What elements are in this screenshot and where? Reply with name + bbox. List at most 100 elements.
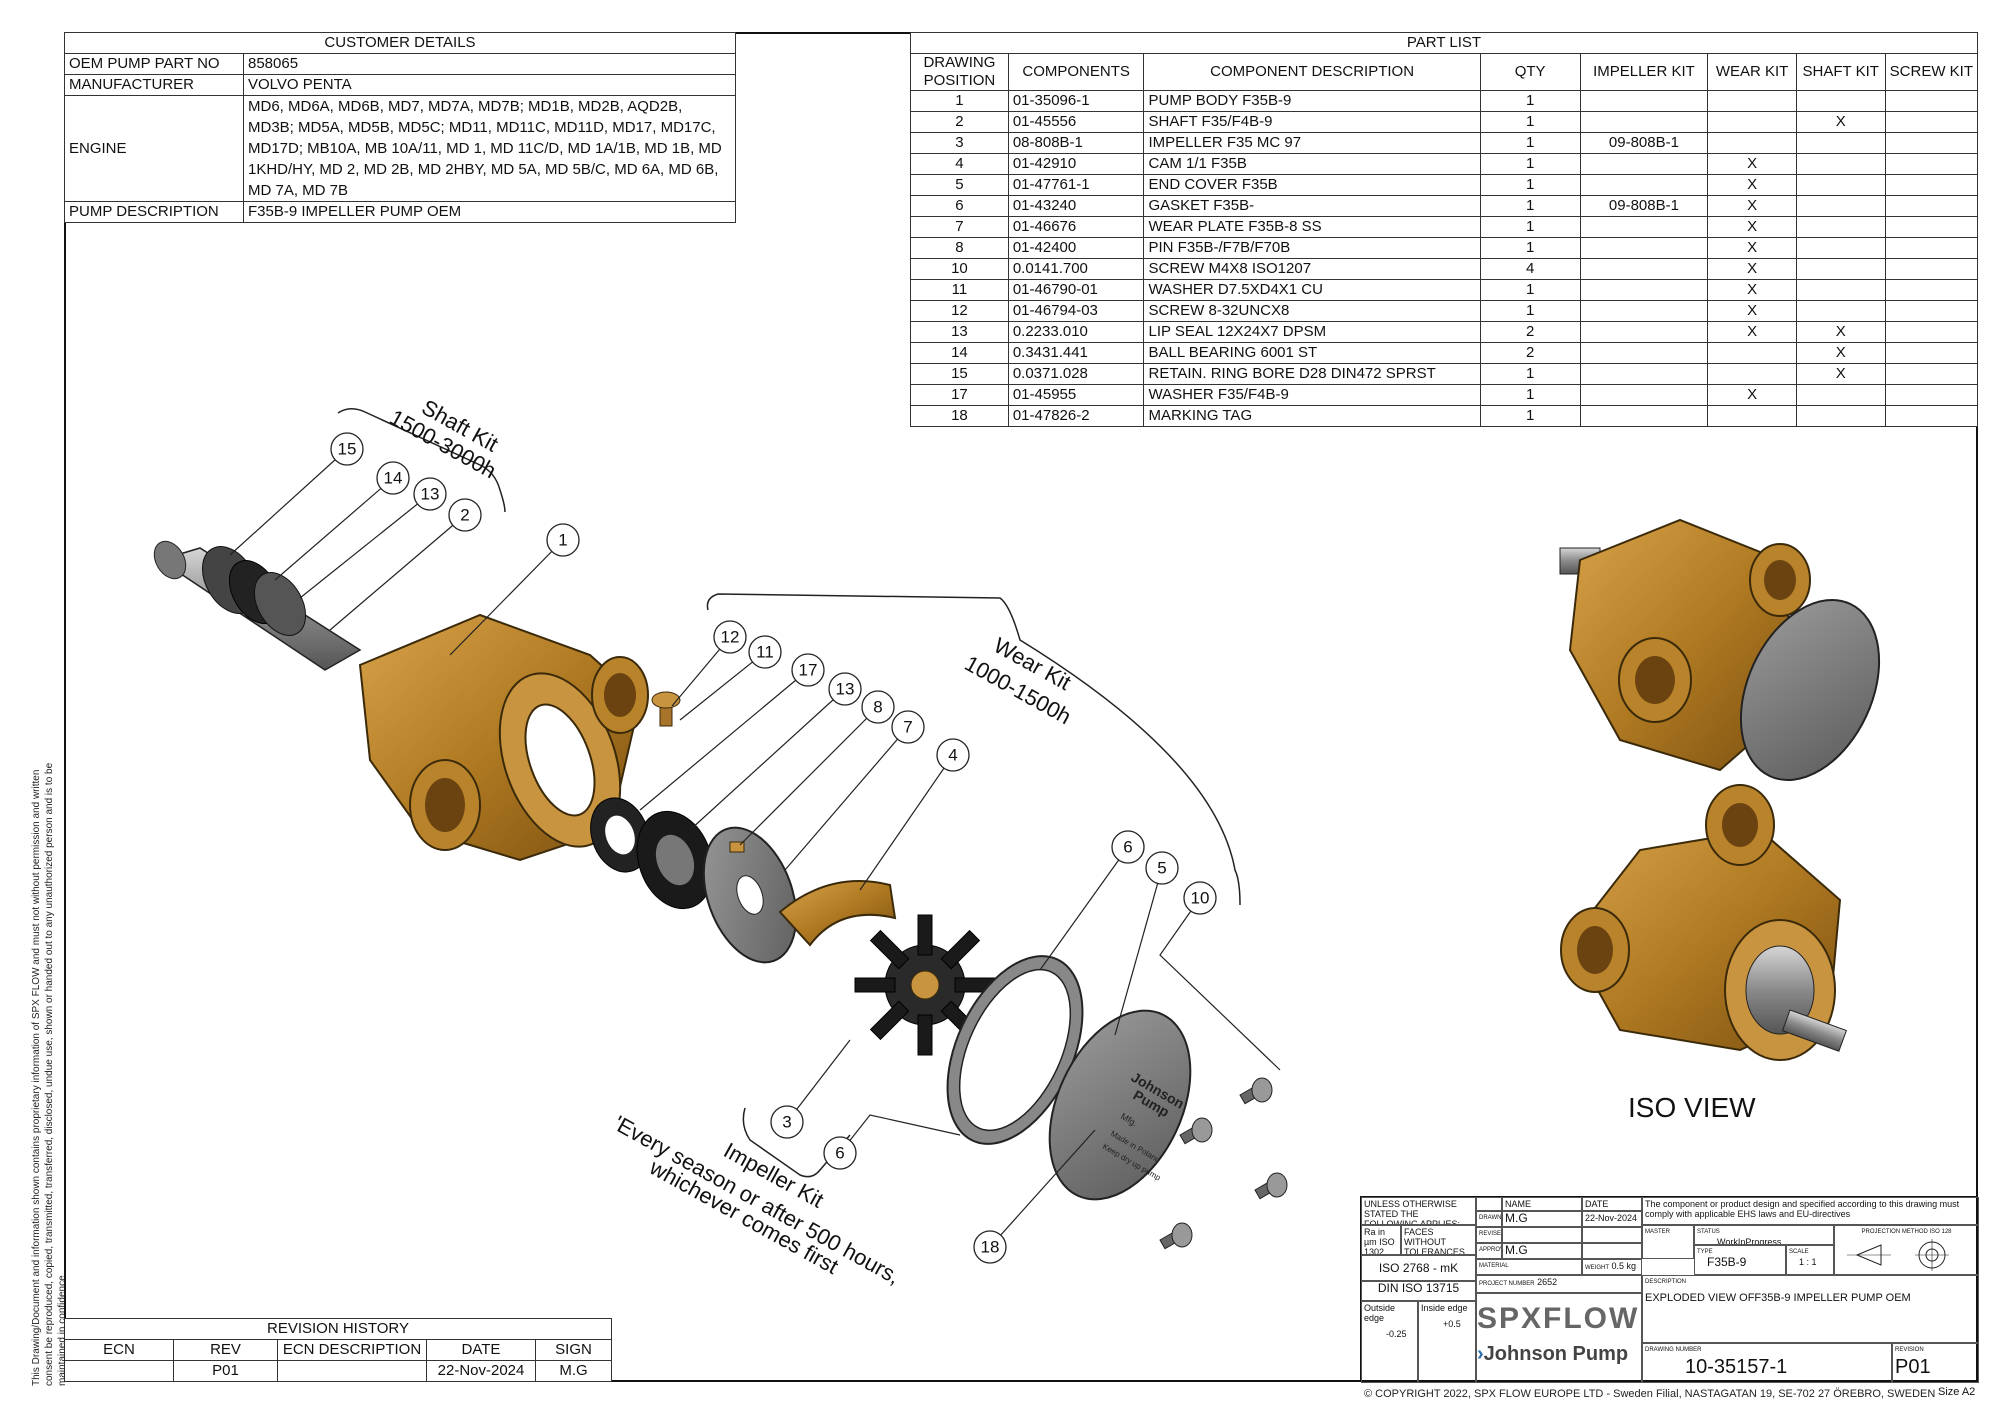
tb-revision-lbl: REVISION (1895, 1347, 1924, 1353)
customer-label: OEM PUMP PART NO (64, 53, 244, 75)
part-cell: BALL BEARING 6001 ST (1143, 342, 1481, 364)
part-cell: 01-46790-01 (1007, 279, 1145, 301)
callout-14: 14 (376, 461, 410, 495)
tb-desc-value: EXPLODED VIEW OFF35B-9 IMPELLER PUMP OEM (1645, 1292, 1911, 1304)
revision-history-table: REVISION HISTORY ECN REV ECN DESCRIPTION… (64, 1318, 612, 1382)
pump-body (358, 613, 649, 862)
tb-weight-lbl: WEIGHT (1585, 1265, 1609, 1271)
tb-inside-edge-value: +0.5 (1443, 1319, 1461, 1329)
customer-label: ENGINE (64, 95, 244, 202)
kit-brackets (337, 408, 1241, 1178)
shaft-assembly (153, 540, 362, 671)
tb-revised-lbl: REVISED (1476, 1227, 1502, 1243)
callout-7: 7 (891, 710, 925, 744)
copyright-text: © COPYRIGHT 2022, SPX FLOW EUROPE LTD - … (1364, 1388, 1936, 1400)
callout-4: 4 (936, 738, 970, 772)
iso-view-pump-top (1559, 518, 1881, 781)
tb-revision: REVISION P01 (1892, 1343, 1979, 1383)
svg-text:6: 6 (1123, 838, 1132, 857)
callout-17: 17 (791, 653, 825, 687)
tb-status-value: WorkInProgress (1717, 1237, 1782, 1245)
johnson-pump-logo: ›Johnson Pump (1477, 1343, 1628, 1366)
svg-text:17: 17 (799, 661, 818, 680)
svg-text:10: 10 (1191, 889, 1210, 908)
spxflow-logo-text: SPXFLOW (1477, 1302, 1639, 1333)
tb-type: TYPE F35B-9 (1694, 1245, 1786, 1275)
callout-2: 2 (448, 498, 482, 532)
rev-col-header: DATE (426, 1339, 536, 1361)
part-cell (1579, 405, 1709, 427)
callout-1: 1 (546, 523, 580, 557)
part-cell: 08-808B-1 (1007, 132, 1145, 154)
part-cell: MARKING TAG (1143, 405, 1481, 427)
tb-drawn-name: M.G (1502, 1211, 1582, 1227)
lip-seal-13 (636, 810, 714, 910)
tb-weight: WEIGHT 0.5 kg (1582, 1259, 1642, 1275)
title-block: UNLESS OTHERWISE STATED THE FOLLOWING AP… (1360, 1196, 1979, 1383)
tb-faces: FACES WITHOUT TOLERANCES ACC. TO: (1401, 1225, 1476, 1255)
tb-blank (1502, 1227, 1582, 1243)
johnson-pump-logo-text: Johnson Pump (1483, 1343, 1629, 1365)
callout-6b: 6 (823, 1136, 857, 1170)
tb-desc-lbl: DESCRIPTION (1645, 1279, 1687, 1285)
callout-11: 11 (748, 635, 782, 669)
col-header: SCREW KIT (1884, 53, 1979, 91)
svg-text:13: 13 (836, 680, 855, 699)
iso-view-label: ISO VIEW (1628, 1092, 1756, 1123)
part-cell: WEAR PLATE F35B-8 SS (1143, 216, 1481, 238)
tb-description: DESCRIPTION EXPLODED VIEW OFF35B-9 IMPEL… (1642, 1275, 1979, 1343)
part-cell: END COVER F35B (1143, 174, 1481, 196)
part-cell: PUMP BODY F35B-9 (1143, 90, 1481, 112)
tb-note: The component or product design and spec… (1642, 1197, 1979, 1225)
sheet-size-label: Size A2 (1938, 1386, 1976, 1398)
col-header: SHAFT KIT (1795, 53, 1886, 91)
rev-cell: M.G (535, 1360, 612, 1382)
svg-text:15: 15 (338, 440, 357, 459)
tb-project-value: 2652 (1537, 1277, 1558, 1287)
svg-text:7: 7 (903, 718, 912, 737)
part-cell: IMPELLER F35 MC 97 (1143, 132, 1481, 154)
tb-scale-lbl: SCALE (1789, 1249, 1809, 1255)
tb-drawn-lbl: DRAWN (1476, 1211, 1502, 1227)
part-cell: RETAIN. RING BORE D28 DIN472 SPRST (1143, 363, 1481, 385)
tb-scale-value: 1 : 1 (1799, 1257, 1817, 1267)
impeller-3 (854, 914, 996, 1056)
part-cell: 14 (910, 342, 1009, 364)
customer-value: VOLVO PENTA (243, 74, 736, 96)
tb-drawn-date: 22-Nov-2024 (1582, 1211, 1642, 1227)
projection-symbol-icon (1847, 1239, 1949, 1271)
tb-inside-edge: Inside edge +0.5 (1418, 1301, 1476, 1383)
callout-3: 3 (770, 1105, 804, 1139)
end-cover-5: Johnson Pump Mfg. Made in Poland Keep dr… (1048, 1009, 1192, 1201)
part-cell: 1 (1479, 405, 1581, 427)
tb-blank (1476, 1197, 1502, 1211)
svg-text:6: 6 (835, 1144, 844, 1163)
tb-status: STATUS WorkInProgress (1694, 1225, 1834, 1245)
svg-text:8: 8 (873, 698, 882, 717)
tb-outside-edge-value: -0.25 (1386, 1329, 1407, 1339)
tb-outside-edge-label: Outside edge (1364, 1303, 1396, 1323)
col-header: IMPELLER KIT (1579, 53, 1709, 91)
tb-unless: UNLESS OTHERWISE STATED THE FOLLOWING AP… (1361, 1197, 1476, 1225)
svg-text:11: 11 (756, 643, 774, 662)
svg-text:13: 13 (421, 485, 440, 504)
svg-text:3: 3 (782, 1113, 791, 1132)
callout-6: 6 (1111, 830, 1145, 864)
callout-15: 15 (330, 432, 364, 466)
part-cell: SHAFT F35/F4B-9 (1143, 111, 1481, 133)
spxflow-logo: SPXFLOW (1477, 1302, 1639, 1333)
tb-drawing-no-value: 10-35157-1 (1685, 1356, 1788, 1378)
tb-blank (1582, 1227, 1642, 1243)
chevron-right-icon: › (1477, 1343, 1484, 1365)
tb-approved-lbl: APPROVED (1476, 1243, 1502, 1259)
tb-inside-edge-label: Inside edge (1421, 1303, 1468, 1313)
